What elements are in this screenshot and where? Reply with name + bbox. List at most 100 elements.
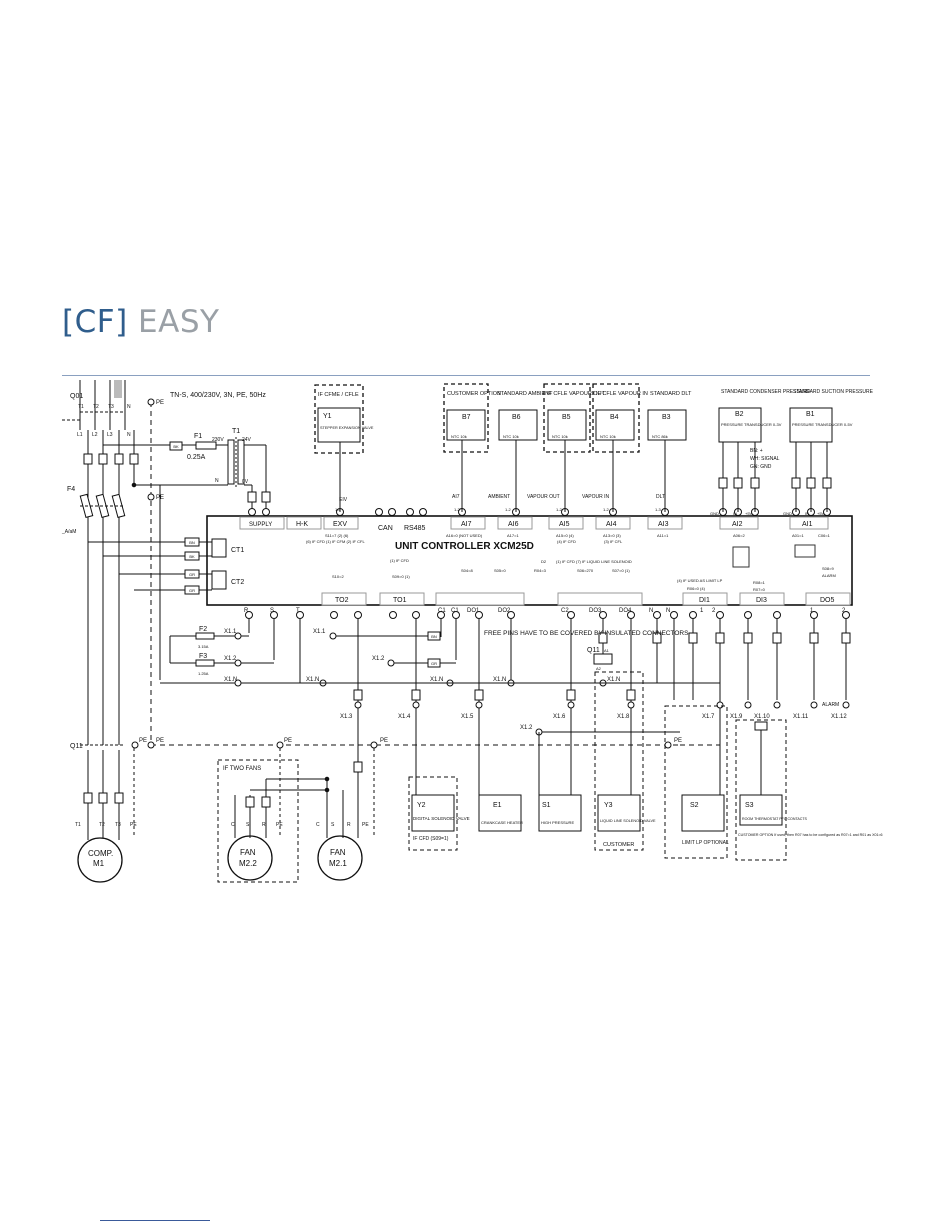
b2-id: B2 <box>735 411 744 418</box>
y1-desc: STEPPER EXPANSION VALVE <box>320 426 374 430</box>
wire-ct-bk: BK <box>189 554 195 559</box>
brand-prefix: [CF] <box>62 304 128 340</box>
controller-bottom-ports <box>321 592 851 606</box>
x111: X1.11 <box>793 714 809 720</box>
pe-label-1: PE <box>156 400 164 406</box>
port-c2: C2 <box>561 608 569 614</box>
header-rule <box>62 375 870 376</box>
port-ai2: AI2 <box>732 521 743 528</box>
note-a13: A13=0 (3) <box>603 533 621 538</box>
fan22-s: S <box>246 822 250 828</box>
controller-title: UNIT CONTROLLER XCM25D <box>395 541 534 552</box>
phase-n: N <box>127 404 131 410</box>
n-label: N <box>215 478 219 484</box>
pe-label-3: PE <box>139 738 147 744</box>
v24-label: 24V <box>242 437 252 443</box>
x14: X1.4 <box>398 714 411 720</box>
port-c1b: C1 <box>451 608 459 614</box>
phase-lines <box>87 430 135 745</box>
main-switch-q01 <box>62 380 126 430</box>
q11-label: Q11 <box>70 743 83 750</box>
pin-label-vapour-in: VAPOUR IN <box>582 494 610 500</box>
x18: X1.8 <box>617 714 630 720</box>
port-hk: H-K <box>296 521 308 528</box>
sensor-b6 <box>498 409 538 512</box>
relay-q11 <box>593 653 613 665</box>
q11-relay-label: Q11 <box>587 647 600 654</box>
f4-rating: _A/aM <box>61 529 76 535</box>
fan22-pe: PE <box>276 822 283 828</box>
pe-label-5: PE <box>284 738 292 744</box>
y1-header: IF CFME / CFLE <box>318 392 359 398</box>
supply-label: TN-S, 400/230V, 3N, PE, 50Hz <box>170 392 266 399</box>
fan22-c: C <box>231 822 235 828</box>
wire-ct-gr1: GR <box>189 572 195 577</box>
load-components <box>411 794 783 832</box>
v230-label: 230V <box>212 437 224 443</box>
sensor-b4 <box>592 383 640 512</box>
current-transformers <box>211 538 227 590</box>
port-n2: N <box>666 608 670 614</box>
pin-ai3: 1-3 <box>655 507 662 512</box>
fan21-name: M2.1 <box>329 859 347 868</box>
fuse-f2 <box>195 632 215 640</box>
compressor-wires <box>83 750 124 840</box>
port-c1a: C1 <box>438 608 446 614</box>
b5-header: IF CFLE VAPOUR OUT <box>547 391 606 397</box>
note-s06: S06=270 <box>577 568 594 573</box>
pin-label-vapour-out: VAPOUR OUT <box>527 494 560 500</box>
b1-id: B1 <box>806 411 815 418</box>
y2-id: Y2 <box>417 802 426 809</box>
x1n-e: X1.N <box>607 677 620 683</box>
note-s04: S04=8 <box>461 568 473 573</box>
port-ai5: AI5 <box>559 521 570 528</box>
port-di1: DI1 <box>699 597 710 604</box>
b7-id: B7 <box>462 414 471 421</box>
b6-desc: NTC 10k <box>503 434 519 439</box>
note-a01: A01=1 <box>792 533 804 538</box>
pin-exv: 1-5 <box>335 507 342 512</box>
footer-line <box>100 1220 210 1221</box>
s1-id: S1 <box>542 802 551 809</box>
fan-m22 <box>227 778 327 881</box>
b4-desc: NTC 10k <box>600 434 616 439</box>
phase-l2: L2 <box>92 432 98 438</box>
term-t: T <box>296 608 300 614</box>
wire-bk-f1: BK <box>173 444 179 449</box>
pe-label-6: PE <box>380 738 388 744</box>
note-s10: S10=2 <box>332 574 344 579</box>
f1-label: F1 <box>194 433 202 440</box>
q01-label: Q01 <box>70 393 83 400</box>
port-do1: DO1 <box>467 608 480 614</box>
ct2-label: CT2 <box>231 579 244 586</box>
note-r08: R08=1 <box>753 580 766 585</box>
jumper-blocks <box>732 544 816 568</box>
phase-t1: T1 <box>78 404 84 410</box>
note-a16: A16=0 (NOT USED) <box>446 533 483 538</box>
comp-id: COMP. <box>88 849 113 858</box>
fan21-id: FAN <box>330 848 346 857</box>
port-do2: DO2 <box>498 608 511 614</box>
sensor-b5 <box>543 383 591 512</box>
y2-desc: DIGITAL SOLENOID VALVE <box>413 816 470 821</box>
ai1-gnd: GND <box>783 511 792 516</box>
s1-desc: HIGH PRESSURE <box>541 820 574 825</box>
b7-desc: NTC 10k <box>451 434 467 439</box>
fuse-f1 <box>195 441 217 450</box>
x1n-c: X1.N <box>430 677 443 683</box>
sensor-b7 <box>443 383 489 512</box>
f4-label: F4 <box>67 486 75 493</box>
e1-id: E1 <box>493 802 502 809</box>
controller-top-ports <box>239 516 829 530</box>
x11-b: X1.1 <box>313 629 326 635</box>
e1-desc: CRANKCASE HEATER <box>481 820 523 825</box>
f3-label: F3 <box>199 653 207 660</box>
note-a06: A06=2 <box>733 533 745 538</box>
gn-note: GN: GND <box>750 464 772 470</box>
port-do4: DO4 <box>619 608 632 614</box>
term-r: R <box>244 608 249 614</box>
ai2-5v: +5V <box>745 511 753 516</box>
note-s07: S07=0 (1) <box>612 568 630 573</box>
x12-a: X1.2 <box>224 656 237 662</box>
note-if-cfl: (3) IF CFL <box>604 539 623 544</box>
